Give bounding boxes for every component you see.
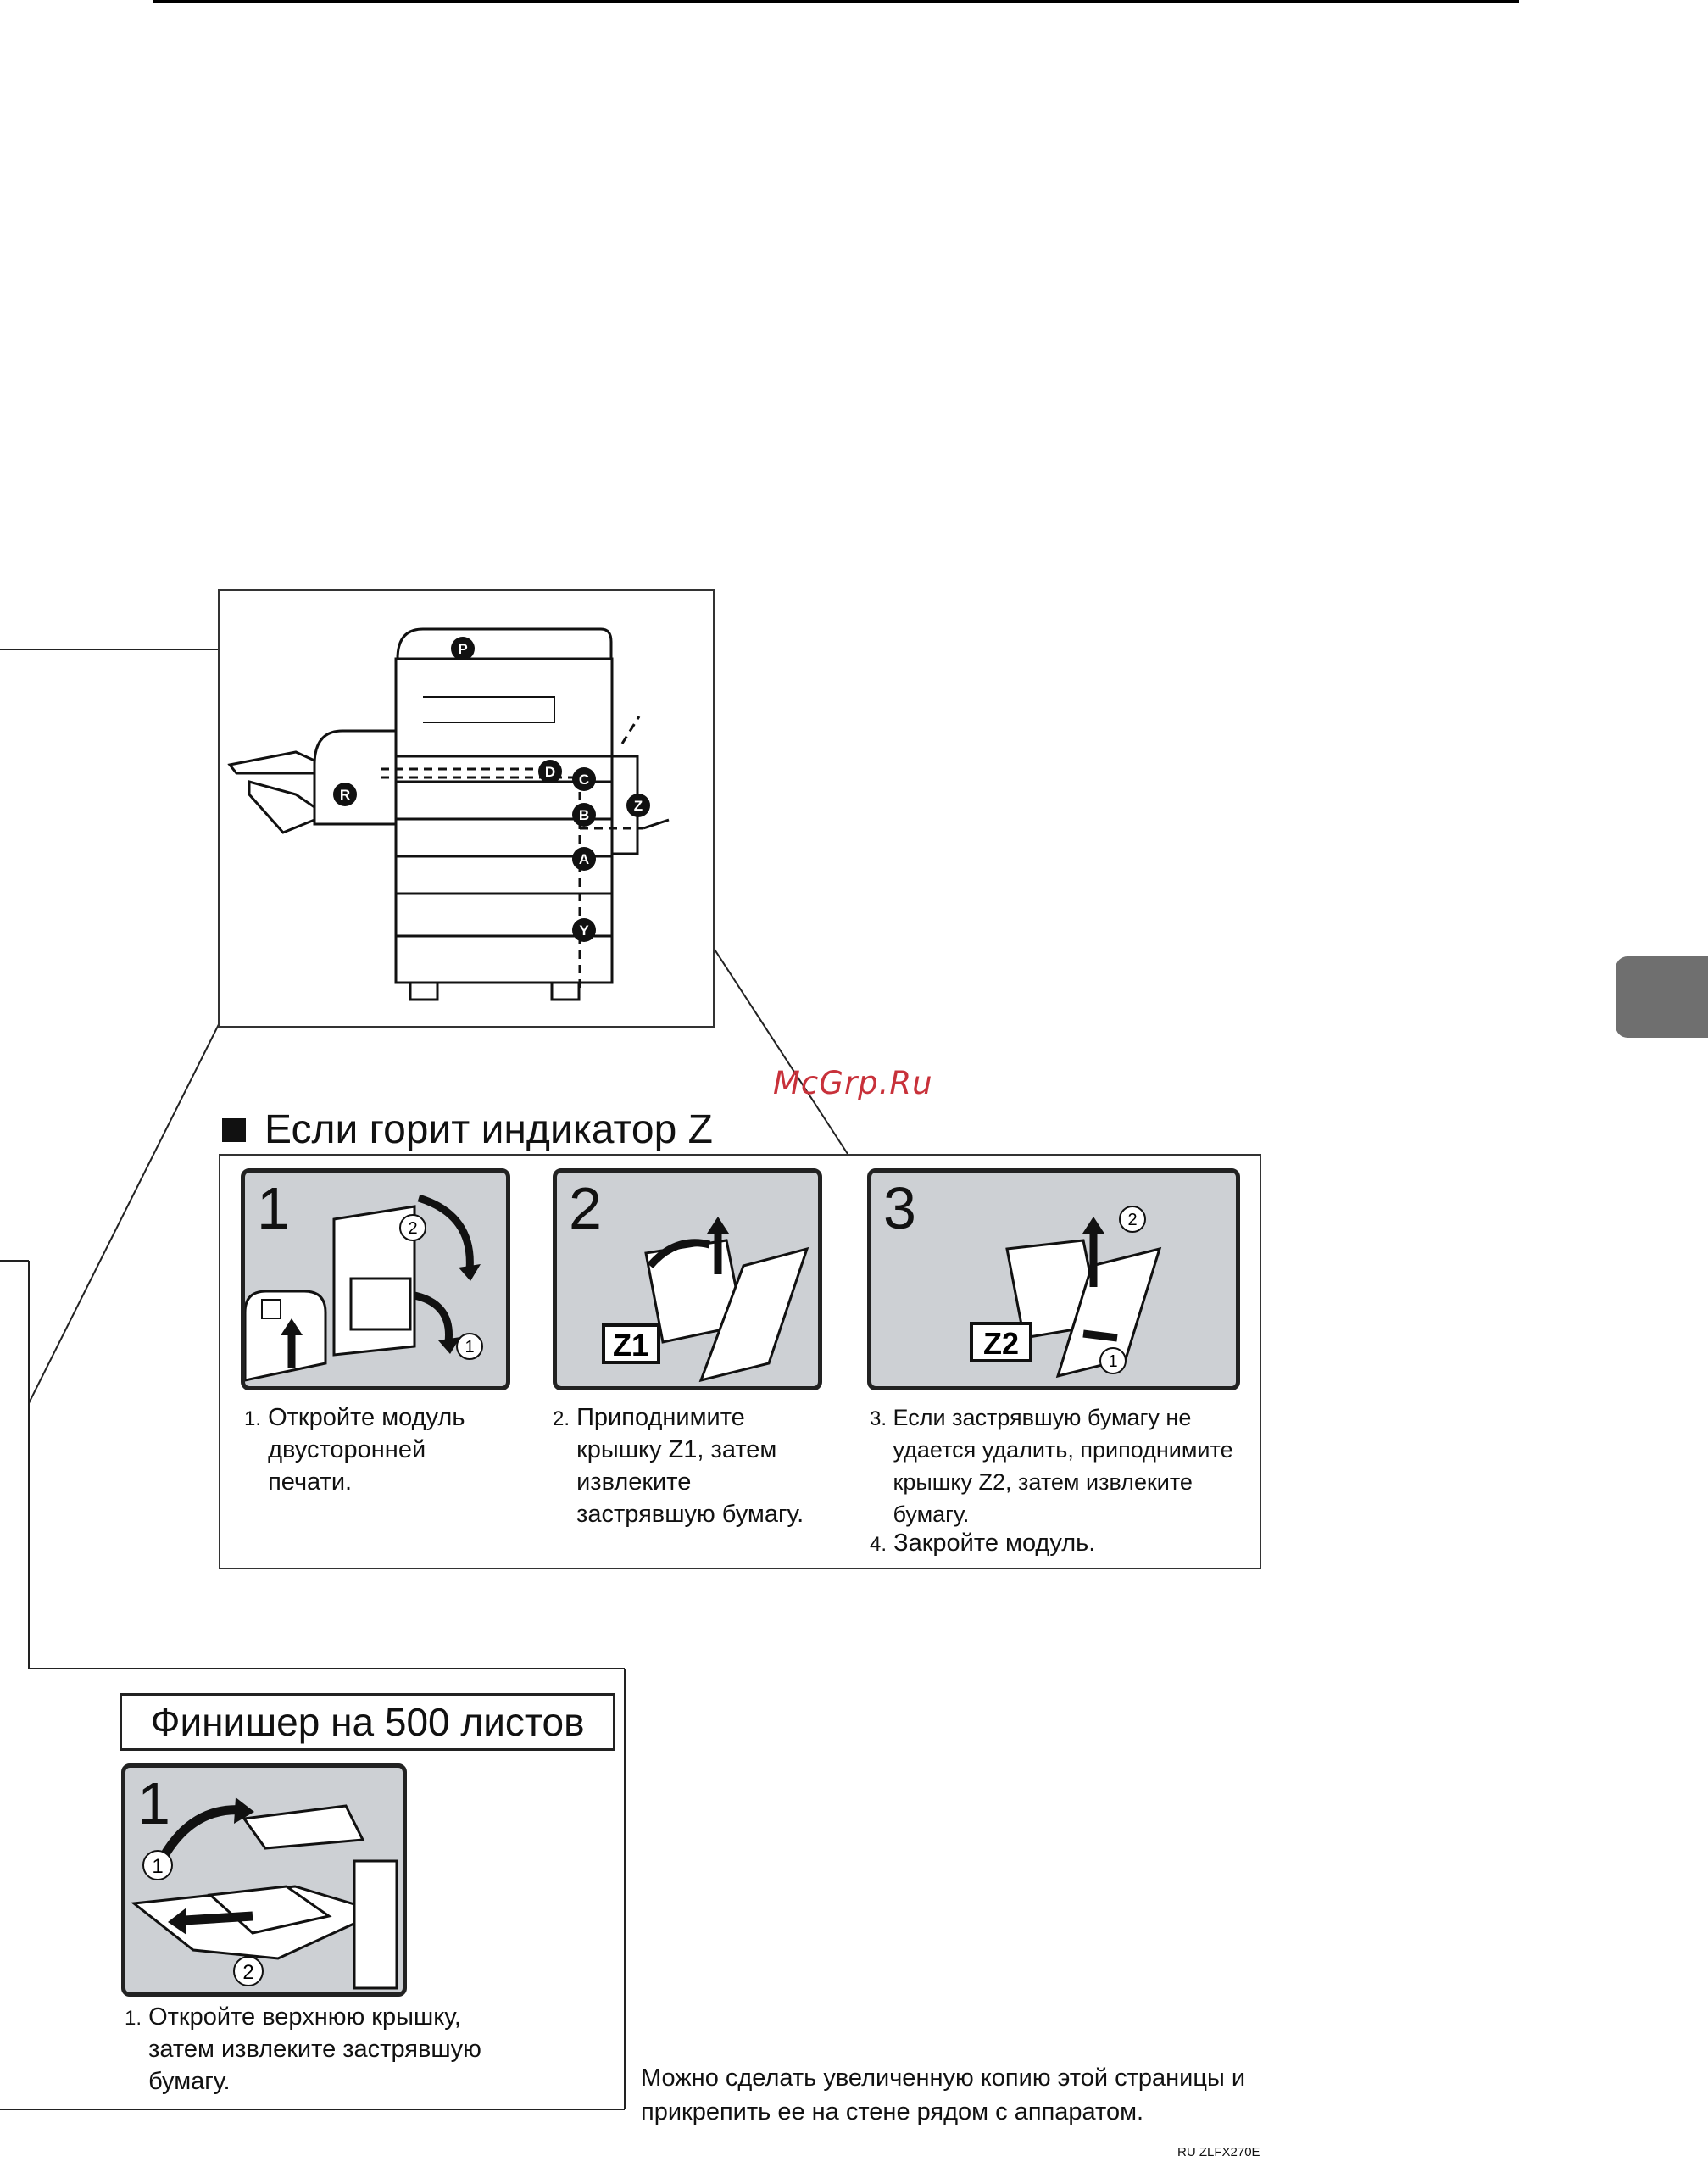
cover-z2-illustration: Z2 2 1 bbox=[970, 1206, 1162, 1379]
tag-z1: Z1 bbox=[613, 1328, 648, 1362]
step-2: 2. Приподнимите крышку Z1, затем извлеки… bbox=[553, 1404, 804, 1528]
document-code: RU ZLFX270E bbox=[1177, 2145, 1260, 2159]
section-z-title: Если горит индикатор Z bbox=[222, 1106, 713, 1153]
label-z: Z bbox=[634, 798, 643, 814]
step-panel-3: 3 Z2 2 1 bbox=[867, 1168, 1240, 1390]
label-p: P bbox=[458, 641, 467, 657]
step-panel-1: 1 2 1 bbox=[241, 1168, 510, 1390]
watermark: McGrp.Ru bbox=[773, 1065, 933, 1101]
label-a: A bbox=[579, 851, 589, 867]
label-y: Y bbox=[579, 922, 589, 939]
machine-overview: P D C B A Y Z R bbox=[218, 589, 715, 1028]
panel-number: 2 bbox=[569, 1175, 602, 1241]
note-text: Можно сделать увеличенную копию этой стр… bbox=[641, 2064, 1246, 2126]
finisher-step-panel-1: 1 1 2 bbox=[121, 1763, 407, 1997]
top-rule bbox=[153, 0, 1519, 3]
callout-1: 1 bbox=[1108, 1352, 1117, 1371]
cover-z1-illustration: Z1 bbox=[602, 1217, 809, 1383]
step-3: 3. Если застрявшую бумагу не удается уда… bbox=[870, 1405, 1233, 1527]
square-bullet-icon bbox=[222, 1117, 246, 1142]
step-4: 4. Закройте модуль. bbox=[870, 1529, 1096, 1557]
step-1: 1. Откройте модуль двусторонней печати. bbox=[244, 1404, 465, 1496]
finisher-step-1: 1. Откройте верхнюю крышку, затем извлек… bbox=[125, 2003, 481, 2095]
label-d: D bbox=[545, 764, 555, 780]
finisher-open-illustration: 1 2 bbox=[131, 1797, 398, 1990]
label-r: R bbox=[340, 787, 350, 803]
label-c: C bbox=[579, 772, 589, 788]
finisher-title: Финишер на 500 листов bbox=[120, 1693, 615, 1751]
step-panel-2: 2 Z1 bbox=[553, 1168, 822, 1390]
callout-2: 2 bbox=[408, 1219, 417, 1238]
machine-drawing: P D C B A Y Z R bbox=[227, 627, 670, 1001]
callout-1: 1 bbox=[465, 1338, 474, 1357]
panel-number: 1 bbox=[137, 1770, 170, 1836]
label-b: B bbox=[579, 807, 589, 823]
section-z-title-text: Если горит индикатор Z bbox=[264, 1107, 713, 1152]
tag-z2: Z2 bbox=[983, 1326, 1019, 1361]
panel-number: 3 bbox=[883, 1175, 916, 1241]
callout-2: 2 bbox=[242, 1961, 253, 1984]
panel-number: 1 bbox=[257, 1175, 290, 1241]
section-z-box: 1 2 1 1. Откройте модуль двусторонней пе… bbox=[219, 1154, 1261, 1569]
section-tab bbox=[1616, 956, 1708, 1038]
duplex-open-illustration: 2 1 bbox=[245, 1194, 483, 1382]
callout-2: 2 bbox=[1127, 1211, 1137, 1229]
callout-1: 1 bbox=[152, 1855, 163, 1878]
